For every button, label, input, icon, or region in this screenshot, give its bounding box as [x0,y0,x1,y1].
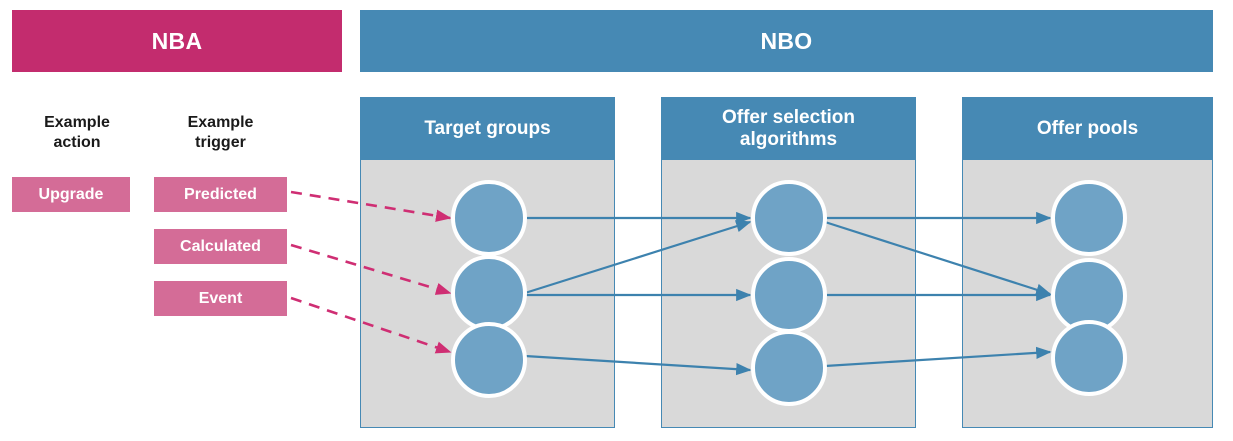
column-label-example-action-line1: Example [44,114,110,131]
panel-title-offer-selection-algorithms: Offer selection algorithms [662,98,915,160]
column-label-example-action-line2: action [53,133,101,151]
panel-title-offer-selection-algorithms-line1: Offer selection [721,106,856,128]
panel-target-groups: Target groups [360,97,615,428]
panel-offer-pools: Offer pools [962,97,1213,428]
banner-nbo: NBO [360,10,1213,72]
action-chip-upgrade[interactable]: Upgrade [12,177,130,212]
trigger-chip-predicted[interactable]: Predicted [154,177,287,212]
column-label-example-trigger-line2: trigger [195,133,246,151]
column-label-example-trigger: Example trigger [154,113,287,152]
column-label-example-action: Example action [12,113,142,152]
panel-title-offer-selection-algorithms-line2: algorithms [739,129,838,150]
panel-title-target-groups: Target groups [361,98,614,160]
panel-title-target-groups-text: Target groups [424,117,551,139]
panel-title-offer-pools: Offer pools [963,98,1212,160]
trigger-chip-calculated[interactable]: Calculated [154,229,287,264]
panel-offer-selection-algorithms: Offer selection algorithms [661,97,916,428]
column-label-example-trigger-line1: Example [187,114,254,131]
banner-nba: NBA [12,10,342,72]
panel-title-offer-pools-text: Offer pools [1036,117,1139,139]
trigger-chip-event[interactable]: Event [154,281,287,316]
